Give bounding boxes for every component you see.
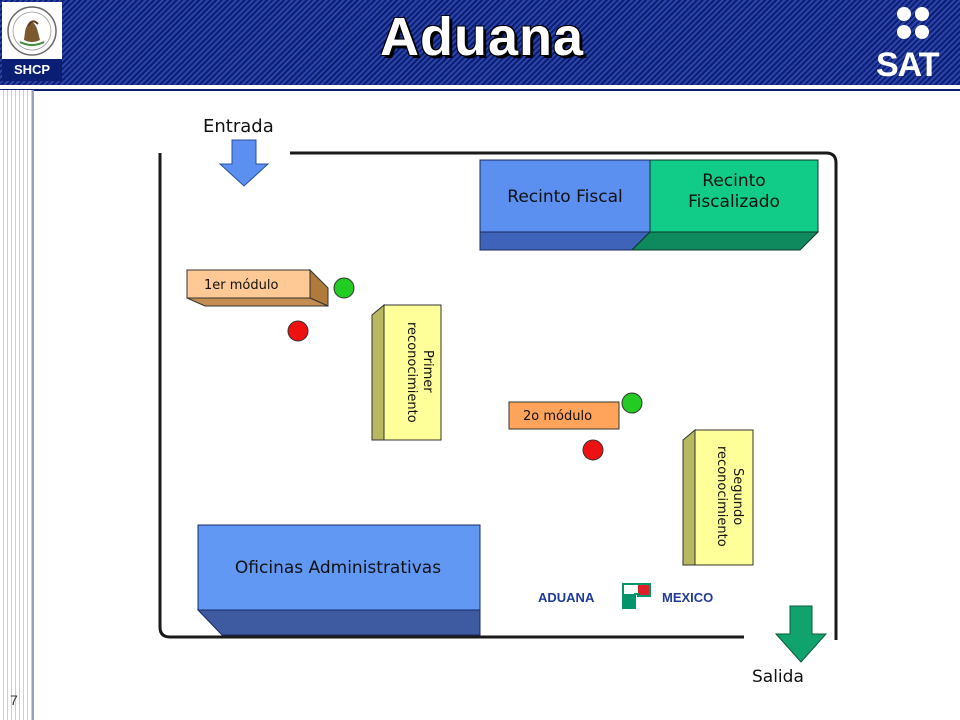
modulo-2-label: 2o módulo xyxy=(523,409,592,424)
entrada-label: Entrada xyxy=(203,116,274,137)
modulo-2-green-signal xyxy=(621,392,643,414)
oficinas-administrativas-box: Oficinas Administrativas xyxy=(196,524,481,636)
entrada-arrow-icon xyxy=(218,139,270,187)
recinto-fiscal-label: Recinto Fiscal xyxy=(507,187,622,207)
segundo-reconocimiento-line1: Segundo xyxy=(730,468,745,525)
segundo-reconocimiento-line2: reconocimiento xyxy=(714,446,729,547)
slide-title: Aduana xyxy=(380,7,585,67)
compound-boundary xyxy=(158,151,838,640)
header-rule xyxy=(0,85,960,91)
sat-logo-text: SAT xyxy=(876,46,939,84)
shcp-logo-text: SHCP xyxy=(2,59,62,81)
left-decorative-bar xyxy=(0,90,32,720)
salida-label: Salida xyxy=(752,667,804,687)
recinto-fiscalizado-box: Recinto Fiscalizado xyxy=(630,159,820,251)
aduana-brand-text: ADUANA xyxy=(538,590,595,605)
left-bar-edge xyxy=(32,90,34,720)
modulo-1-red-signal xyxy=(287,320,309,342)
recinto-fiscalizado-label-line2: Fiscalizado xyxy=(688,192,780,212)
page-number: 7 xyxy=(10,692,18,708)
segundo-reconocimiento-box: Segundo reconocimiento xyxy=(682,428,754,566)
sat-dots-icon xyxy=(897,7,929,39)
sat-logo: SAT xyxy=(870,4,960,84)
oficinas-administrativas-label: Oficinas Administrativas xyxy=(235,558,441,578)
shcp-logo: SHCP xyxy=(2,2,62,81)
slide-header xyxy=(0,0,960,85)
salida-arrow-icon xyxy=(774,605,828,663)
primer-reconocimiento-line1: Primer xyxy=(420,350,435,393)
mexico-brand-text: MEXICO xyxy=(662,590,713,605)
modulo-1-label: 1er módulo xyxy=(204,278,278,293)
aduana-brand-mark-icon xyxy=(622,583,651,609)
primer-reconocimiento-box: Primer reconocimiento xyxy=(371,303,442,441)
eagle-seal-icon xyxy=(7,6,57,56)
modulo-2-box: 2o módulo xyxy=(508,401,620,430)
modulo-1-box: 1er módulo xyxy=(186,268,329,307)
modulo-1-green-signal xyxy=(333,277,355,299)
recinto-fiscalizado-label-line1: Recinto xyxy=(702,171,765,191)
modulo-2-red-signal xyxy=(582,439,604,461)
primer-reconocimiento-line2: reconocimiento xyxy=(404,322,419,423)
recinto-fiscal-box: Recinto Fiscal xyxy=(479,159,652,251)
aduana-mexico-logo: ADUANA MEXICO xyxy=(538,583,713,609)
